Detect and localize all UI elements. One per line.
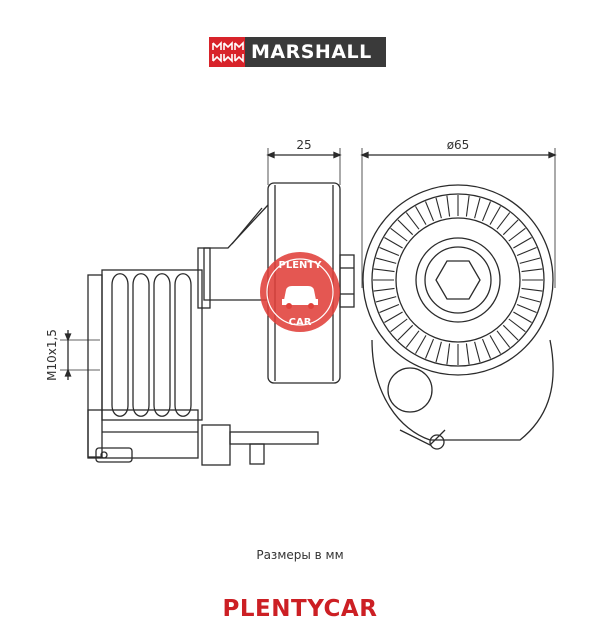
side-view (60, 148, 355, 466)
pulley-rib (424, 338, 435, 359)
front-view (360, 148, 557, 450)
plentycar-watermark-icon (260, 252, 340, 332)
pulley-rib (519, 296, 541, 303)
dimensions-caption: Размеры в мм (256, 548, 344, 562)
pulley-rib (521, 287, 543, 292)
pulley-rib (373, 287, 395, 292)
pulley-rib (513, 237, 532, 249)
pulley-rib (424, 201, 435, 222)
pulley-rib (481, 201, 492, 222)
dimension-thread: M10x1,5 (45, 329, 59, 381)
pulley-rib (415, 335, 427, 354)
pulley-rib (508, 318, 526, 333)
pulley-rib (474, 341, 481, 363)
pulley-rib (489, 206, 501, 225)
pulley-rib (435, 341, 442, 363)
pulley-rib (496, 212, 511, 230)
pulley-rib (397, 324, 414, 341)
watermark-top-text: PLENTY (279, 260, 323, 271)
pulley-rib (489, 335, 501, 354)
dimension-diameter: ø65 (447, 138, 470, 152)
pulley-rib (521, 268, 543, 273)
pulley-rib (435, 197, 442, 219)
pulley-rib (415, 206, 427, 225)
watermark-bottom-text: CAR (289, 317, 312, 328)
pulley-rib (446, 195, 451, 217)
pulley-rib (465, 343, 470, 365)
brand-name: PLENTYCAR (222, 596, 378, 622)
pulley-rib (405, 212, 420, 230)
pulley-rib (397, 219, 414, 236)
pulley-rib (496, 330, 511, 348)
pulley-rib (474, 197, 481, 219)
pulley-rib (375, 296, 397, 303)
pulley-rib (508, 227, 526, 242)
marshall-logo: MARSHALL (209, 37, 386, 67)
pulley-rib (513, 311, 532, 323)
pulley-rib (502, 219, 519, 236)
pulley-rib (446, 343, 451, 365)
dimension-width: 25 (296, 138, 311, 152)
pulley-rib (384, 311, 403, 323)
pulley-rib (481, 338, 492, 359)
pulley-rib (379, 246, 400, 257)
pulley-rib (516, 303, 537, 314)
pulley-rib (375, 257, 397, 264)
pulley-rib (379, 303, 400, 314)
pulley-rib (384, 237, 403, 249)
pulley-rib (519, 257, 541, 264)
pulley-rib (465, 195, 470, 217)
marshall-logo-mark-icon (209, 37, 245, 67)
pulley-rib (373, 268, 395, 273)
logo-text: MARSHALL (251, 41, 372, 63)
pulley-rib (390, 227, 408, 242)
pulley-rib (390, 318, 408, 333)
pulley-rib (516, 246, 537, 257)
pulley-rib (502, 324, 519, 341)
pulley-rib (405, 330, 420, 348)
